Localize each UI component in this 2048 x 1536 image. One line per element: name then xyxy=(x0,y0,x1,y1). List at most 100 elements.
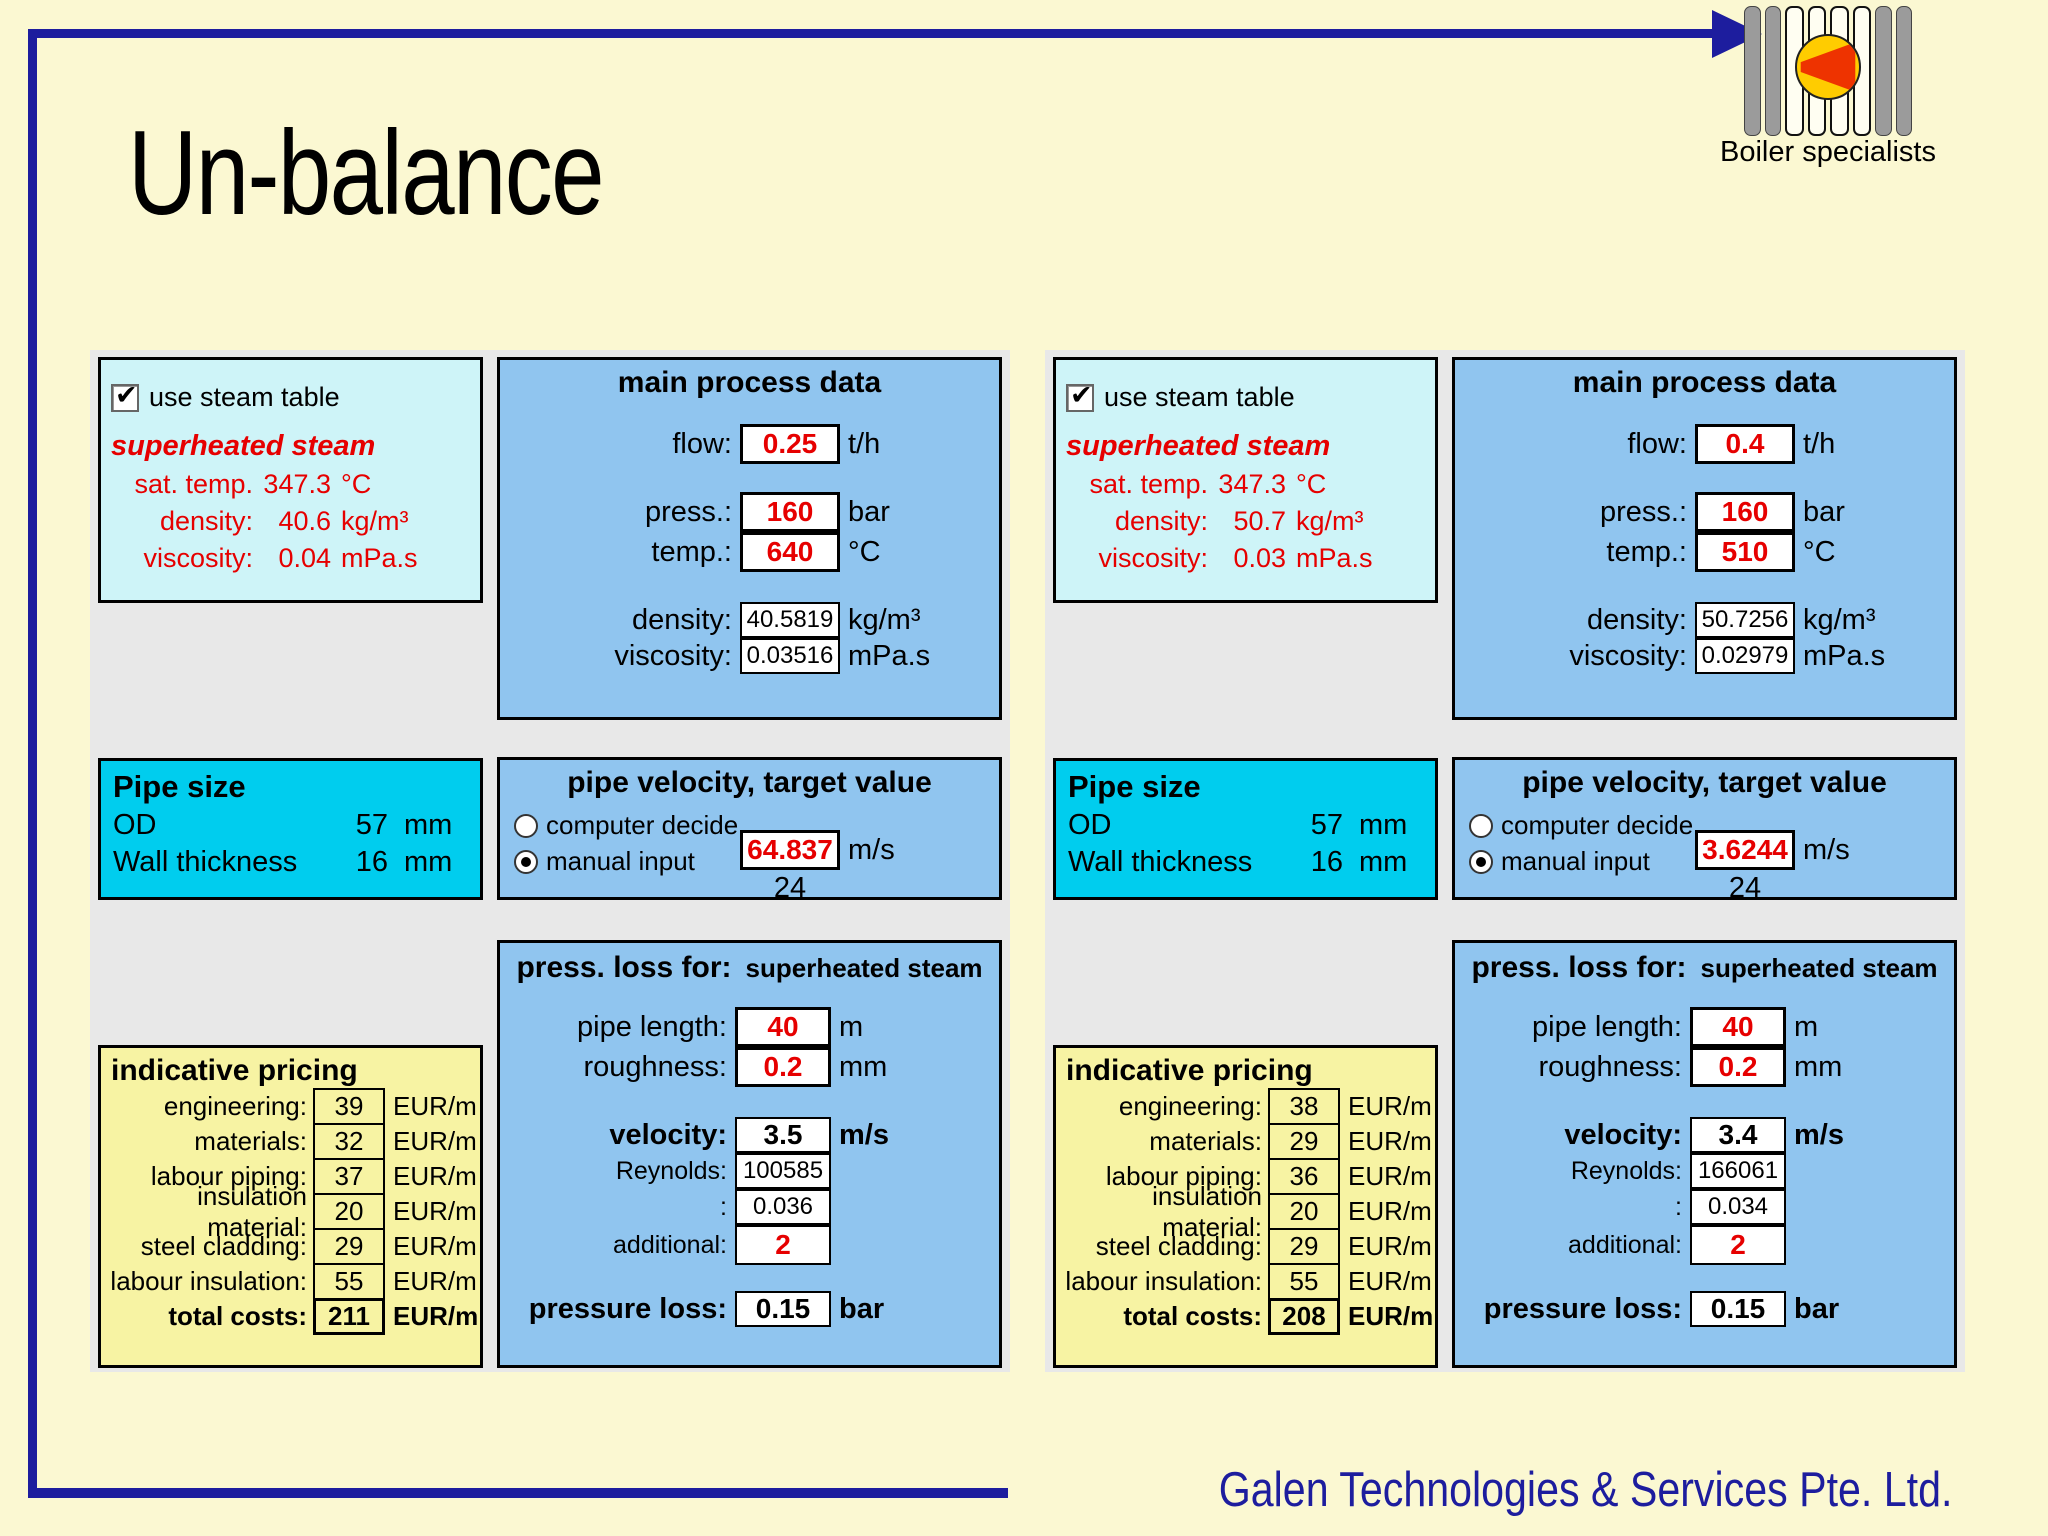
density-label: density: xyxy=(159,506,253,536)
velocity-unit: m/s xyxy=(839,1118,889,1151)
computer-decide-radio[interactable] xyxy=(1469,813,1493,838)
density-label: density: xyxy=(1114,506,1208,536)
reynolds-output: 166061 xyxy=(1690,1153,1786,1189)
use-steam-table-checkbox[interactable]: ✔ xyxy=(111,380,139,412)
viscosity-label: viscosity: xyxy=(143,543,253,573)
flow-input[interactable]: 0.25 xyxy=(740,424,840,464)
pipe-velocity-panel: pipe velocity, target value computer dec… xyxy=(497,757,1002,904)
roughness-unit: mm xyxy=(839,1050,888,1083)
insulation-material-value: 20 xyxy=(1268,1193,1340,1230)
boiler-tube-bar xyxy=(1875,6,1892,136)
computer-decide-label: computer decide xyxy=(1501,810,1694,840)
pressure-loss-row: pressure loss: 0.15 bar xyxy=(500,1291,884,1327)
additional-input[interactable]: 2 xyxy=(1690,1225,1786,1265)
manual-input-label: manual input xyxy=(1501,846,1650,876)
pricing-rows: engineering: 38 EUR/m materials: 29 EUR/… xyxy=(1056,1088,1435,1335)
roughness-input[interactable]: 0.2 xyxy=(735,1047,831,1087)
engineering-unit: EUR/m xyxy=(1348,1091,1432,1121)
target-velocity-row: 64.837 m/s xyxy=(500,830,895,870)
temperature-input[interactable]: 510 xyxy=(1695,532,1795,572)
density-unit: kg/m³ xyxy=(1296,506,1364,536)
flow-row: flow: 0.25 t/h xyxy=(500,424,880,464)
panel-title: Pipe size xyxy=(1068,769,1201,804)
density-row: density: 40.5819 kg/m³ xyxy=(500,602,921,638)
manual-input-radio[interactable] xyxy=(1469,849,1493,874)
wall-thickness-label: Wall thickness xyxy=(1068,846,1253,878)
pricing-row: labour insulation: 55 EUR/m xyxy=(1056,1263,1435,1300)
labour-insulation-unit: EUR/m xyxy=(393,1266,477,1296)
target-velocity-input[interactable]: 3.6244 xyxy=(1695,830,1795,870)
total-costs-label: total costs: xyxy=(1123,1301,1262,1331)
pricing-rows: engineering: 39 EUR/m materials: 32 EUR/… xyxy=(101,1088,480,1335)
pricing-row: materials: 29 EUR/m xyxy=(1056,1123,1435,1160)
checkmark-icon: ✔ xyxy=(115,379,138,410)
flame-icon xyxy=(1800,42,1856,92)
od-label: OD xyxy=(113,809,157,841)
insulation-material-value: 20 xyxy=(313,1193,385,1230)
additional-input[interactable]: 2 xyxy=(735,1225,831,1265)
manual-input-option[interactable]: manual input xyxy=(514,846,695,877)
friction-factor-output: 0.034 xyxy=(1690,1189,1786,1225)
wall-thickness-row: Wall thickness 16 mm xyxy=(1068,846,1423,879)
computer-decide-radio[interactable] xyxy=(514,813,538,838)
pressure-unit: bar xyxy=(1803,495,1845,528)
pipe-length-input[interactable]: 40 xyxy=(1690,1007,1786,1047)
pressure-label: press.: xyxy=(1599,495,1687,528)
labour-insulation-value: 55 xyxy=(313,1263,385,1300)
od-unit: mm xyxy=(1359,809,1408,841)
additional-row: additional: 2 xyxy=(500,1225,831,1265)
indicative-pricing-panel: indicative pricing engineering: 39 EUR/m… xyxy=(98,1045,483,1368)
steel-cladding-label: steel cladding: xyxy=(1095,1231,1262,1261)
wall-thickness-unit: mm xyxy=(404,846,453,878)
bottom-border-line xyxy=(28,1488,1008,1498)
pipe-velocity-panel: pipe velocity, target value computer dec… xyxy=(1452,757,1957,904)
wall-thickness-value: 16 xyxy=(1310,846,1343,878)
engineering-value: 38 xyxy=(1268,1088,1340,1125)
pipe-length-unit: m xyxy=(839,1010,864,1043)
manual-input-option[interactable]: manual input xyxy=(1469,846,1650,877)
target-velocity-input[interactable]: 64.837 xyxy=(740,830,840,870)
manual-input-radio[interactable] xyxy=(514,849,538,874)
labour-insulation-label: labour insulation: xyxy=(110,1266,307,1296)
materials-label: materials: xyxy=(1149,1126,1262,1156)
viscosity-unit: mPa.s xyxy=(341,543,418,573)
steam-type-label: superheated steam xyxy=(111,430,376,462)
computer-decide-option[interactable]: computer decide xyxy=(514,810,738,841)
target-velocity-unit: m/s xyxy=(1803,833,1850,866)
pressure-input[interactable]: 160 xyxy=(740,492,840,532)
temperature-row: temp.: 640 °C xyxy=(500,532,881,572)
schedule-value: 24 xyxy=(773,872,807,904)
logo-caption: Boiler specialists xyxy=(1720,136,1936,168)
computer-decide-option[interactable]: computer decide xyxy=(1469,810,1693,841)
total-costs-unit: EUR/m xyxy=(393,1301,479,1331)
viscosity-output: 0.03516 xyxy=(740,638,840,674)
use-steam-table-row: ✔ use steam table xyxy=(1066,380,1295,413)
flow-unit: t/h xyxy=(1803,427,1836,460)
boiler-tube-bar xyxy=(1744,6,1761,136)
density-value: 40.6 xyxy=(278,506,331,536)
viscosity-unit: mPa.s xyxy=(848,639,931,672)
reynolds-output: 100585 xyxy=(735,1153,831,1189)
flow-unit: t/h xyxy=(848,427,881,460)
pipe-length-row: pipe length: 40 m xyxy=(1455,1007,1818,1047)
steel-cladding-value: 29 xyxy=(313,1228,385,1265)
density-label: density: xyxy=(632,603,732,636)
calc-block: ✔ use steam table superheated steam sat.… xyxy=(1045,350,1965,1372)
pressure-input[interactable]: 160 xyxy=(1695,492,1795,532)
insulation-material-unit: EUR/m xyxy=(393,1196,477,1226)
temperature-input[interactable]: 640 xyxy=(740,532,840,572)
flow-input[interactable]: 0.4 xyxy=(1695,424,1795,464)
steam-table-panel: ✔ use steam table superheated steam sat.… xyxy=(1053,357,1438,603)
pipe-length-input[interactable]: 40 xyxy=(735,1007,831,1047)
roughness-input[interactable]: 0.2 xyxy=(1690,1047,1786,1087)
pressure-loss-panel: press. loss for: superheated steam pipe … xyxy=(1452,940,1957,1368)
use-steam-table-checkbox[interactable]: ✔ xyxy=(1066,380,1094,412)
pressure-loss-label: pressure loss: xyxy=(528,1292,727,1325)
density-output: 40.5819 xyxy=(740,602,840,638)
viscosity-label: viscosity: xyxy=(1098,543,1208,573)
pressure-loss-output: 0.15 xyxy=(1690,1291,1786,1327)
checkmark-icon: ✔ xyxy=(1070,379,1093,410)
sat-temp-label: sat. temp. xyxy=(134,469,253,499)
insulation-material-label: insulation material: xyxy=(197,1180,307,1242)
